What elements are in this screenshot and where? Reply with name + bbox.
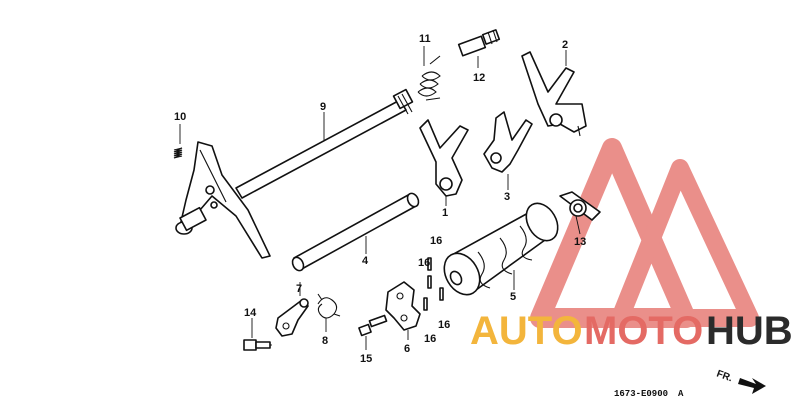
shift-shaft	[175, 88, 414, 259]
bolt-14	[243, 339, 272, 351]
stopper-spring-8	[317, 293, 341, 319]
bolt-15	[358, 314, 388, 337]
callout-16c: 16	[438, 319, 450, 331]
callout-8: 8	[322, 335, 328, 347]
callout-2: 2	[562, 39, 568, 51]
shift-drum	[443, 202, 559, 296]
callout-3: 3	[504, 191, 510, 203]
shift-fork-2	[521, 51, 587, 137]
callout-11: 11	[419, 33, 431, 45]
shift-fork-3	[483, 111, 533, 173]
callout-5: 5	[510, 291, 516, 303]
callout-4: 4	[362, 255, 369, 267]
callout-9: 9	[320, 101, 326, 113]
direction-label: FR.	[715, 368, 734, 384]
watermark-text: AUTO MOTO HUB	[470, 309, 793, 353]
callout-10: 10	[174, 111, 186, 123]
callout-1: 1	[442, 207, 448, 219]
callout-15: 15	[360, 353, 372, 365]
watermark-hub: HUB	[706, 309, 793, 353]
front-direction-indicator: FR.	[715, 368, 766, 394]
watermark-triangle-logo	[530, 138, 759, 328]
stopper-arm-7	[275, 298, 309, 337]
callout-16a: 16	[430, 235, 442, 247]
front-arrow-icon	[738, 378, 766, 394]
diagram-code-text: 1673-E0900	[614, 389, 668, 399]
callout-7: 7	[296, 283, 302, 295]
dowel-pins-16	[423, 257, 444, 311]
callout-13: 13	[574, 236, 586, 248]
pin-bolt-12	[457, 29, 501, 57]
watermark-auto: AUTO	[470, 309, 583, 353]
stopper-plate-13	[559, 191, 601, 221]
spring-11	[417, 55, 441, 101]
diagram-code: 1673-E0900 A	[614, 389, 684, 399]
callout-16d: 16	[424, 333, 436, 345]
callout-16b: 16	[418, 257, 430, 269]
watermark-moto: MOTO	[584, 309, 703, 353]
callout-numbers: 9 10 11 12 2 1 3 13 4 5 16 16 16 16 7 8 …	[174, 33, 586, 365]
callout-6: 6	[404, 343, 410, 355]
callout-12: 12	[473, 72, 485, 84]
diagram-code-suffix: A	[678, 389, 684, 399]
shift-fork-1	[419, 119, 469, 197]
callout-14: 14	[244, 307, 257, 319]
drum-center-cam-6	[385, 281, 421, 331]
leader-lines	[251, 46, 581, 350]
return-spring-small	[173, 124, 183, 159]
fork-shaft	[291, 192, 420, 272]
